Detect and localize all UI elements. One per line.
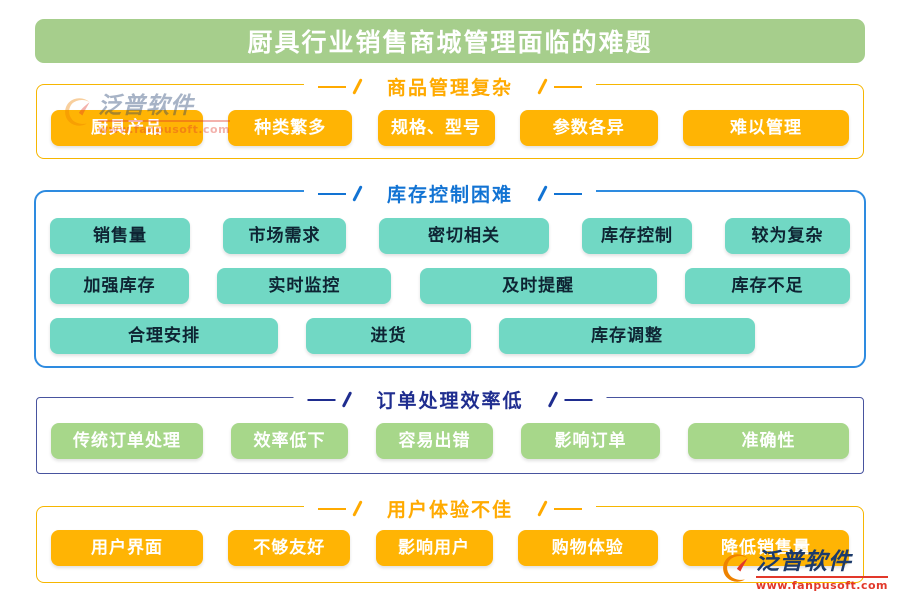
pill-product-management-0-2: 规格、型号 <box>377 110 495 146</box>
legend-slash-right <box>537 78 548 95</box>
brand-name: 泛普软件 <box>755 548 852 575</box>
pill-order-processing-0-0: 传统订单处理 <box>51 423 203 459</box>
section-heading-text: 订单处理效率低 <box>376 390 524 412</box>
pill-row: 销售量市场需求密切相关库存控制较为复杂 <box>50 218 850 254</box>
pill-row: 合理安排进货库存调整 <box>50 318 850 354</box>
pill-order-processing-0-1: 效率低下 <box>231 423 348 459</box>
pill-inventory-control-2-1: 进货 <box>306 318 471 354</box>
legend-slash-left <box>352 500 363 517</box>
pill-product-management-0-1: 种类繁多 <box>228 110 353 146</box>
pill-inventory-control-1-3: 库存不足 <box>684 268 850 304</box>
pill-product-management-0-3: 参数各异 <box>519 110 658 146</box>
pill-user-experience-0-3: 购物体验 <box>517 530 658 566</box>
legend-slash-left <box>352 185 363 202</box>
pill-inventory-control-0-4: 较为复杂 <box>725 218 850 254</box>
legend-slash-right <box>547 391 559 408</box>
pill-product-management-0-4: 难以管理 <box>683 110 849 146</box>
fanpu-swoosh-icon <box>65 98 90 126</box>
pill-rows: 用户界面不够友好影响用户购物体验降低销售量 <box>37 507 863 566</box>
pill-inventory-control-2-2: 库存调整 <box>499 318 755 354</box>
legend-line-right <box>554 85 583 88</box>
pill-order-processing-0-2: 容易出错 <box>376 423 493 459</box>
pill-order-processing-0-3: 影响订单 <box>521 423 660 459</box>
legend-line-right <box>554 192 583 195</box>
diagram-title-banner: 厨具行业销售商城管理面临的难题 <box>35 19 865 63</box>
pill-product-management-0-0: 厨具产品 <box>51 110 203 146</box>
legend-slash-right <box>537 185 548 202</box>
pill-inventory-control-0-1: 市场需求 <box>223 218 346 254</box>
legend-slash-left <box>341 391 353 408</box>
fanpu-logo: 泛普软件 www.fanpusoft.com <box>720 550 888 592</box>
pill-rows: 传统订单处理效率低下容易出错影响订单准确性 <box>37 398 863 459</box>
section-heading-text: 用户体验不佳 <box>386 499 514 521</box>
pill-row: 传统订单处理效率低下容易出错影响订单准确性 <box>51 423 849 459</box>
pill-inventory-control-0-0: 销售量 <box>50 218 190 254</box>
legend-line-right <box>564 398 593 401</box>
fanpu-logo-text: 泛普软件 www.fanpusoft.com <box>755 548 888 592</box>
fanpu-watermark-text: 泛普软件 www.fanpusoft.com <box>98 93 231 136</box>
fanpu-watermark: 泛普软件 www.fanpusoft.com <box>62 93 231 136</box>
section-product-management: 商品管理复杂 厨具产品种类繁多规格、型号参数各异难以管理 <box>36 73 864 159</box>
brand-name: 泛普软件 <box>98 93 194 119</box>
legend-line-left <box>317 85 346 88</box>
pill-order-processing-0-4: 准确性 <box>688 423 849 459</box>
pill-row: 加强库存实时监控及时提醒库存不足 <box>50 268 850 304</box>
legend-line-left <box>317 192 346 195</box>
page-title: 厨具行业销售商城管理面临的难题 <box>247 28 653 57</box>
section-heading-product: 商品管理复杂 <box>303 73 597 100</box>
section-order-processing: 订单处理效率低 传统订单处理效率低下容易出错影响订单准确性 <box>36 386 864 474</box>
brand-url: www.fanpusoft.com <box>98 120 231 136</box>
legend-slash-right <box>537 500 548 517</box>
section-heading-order: 订单处理效率低 <box>293 386 607 413</box>
pill-row: 用户界面不够友好影响用户购物体验降低销售量 <box>51 530 849 566</box>
brand-url: www.fanpusoft.com <box>755 576 888 592</box>
section-heading-text: 库存控制困难 <box>386 184 514 206</box>
pill-user-experience-0-1: 不够友好 <box>228 530 351 566</box>
pill-inventory-control-1-0: 加强库存 <box>50 268 189 304</box>
pill-inventory-control-0-3: 库存控制 <box>582 218 692 254</box>
pill-user-experience-0-2: 影响用户 <box>375 530 493 566</box>
fanpu-swoosh-icon <box>723 554 748 582</box>
legend-slash-left <box>352 78 363 95</box>
section-heading-ux: 用户体验不佳 <box>303 495 597 522</box>
section-heading-text: 商品管理复杂 <box>386 77 514 99</box>
pill-row: 厨具产品种类繁多规格、型号参数各异难以管理 <box>51 110 849 146</box>
pill-inventory-control-0-2: 密切相关 <box>379 218 549 254</box>
pill-inventory-control-1-1: 实时监控 <box>217 268 392 304</box>
section-heading-inventory: 库存控制困难 <box>303 180 597 207</box>
pill-inventory-control-2-0: 合理安排 <box>50 318 278 354</box>
pill-user-experience-0-0: 用户界面 <box>51 530 203 566</box>
legend-line-left <box>317 507 346 510</box>
pill-rows: 销售量市场需求密切相关库存控制较为复杂加强库存实时监控及时提醒库存不足合理安排进… <box>36 192 864 354</box>
legend-line-right <box>554 507 583 510</box>
pill-user-experience-0-4: 降低销售量 <box>683 530 849 566</box>
legend-line-left <box>307 398 336 401</box>
section-inventory-control: 库存控制困难 销售量市场需求密切相关库存控制较为复杂加强库存实时监控及时提醒库存… <box>34 180 866 368</box>
pill-rows: 厨具产品种类繁多规格、型号参数各异难以管理 <box>37 85 863 146</box>
pill-inventory-control-1-2: 及时提醒 <box>419 268 657 304</box>
